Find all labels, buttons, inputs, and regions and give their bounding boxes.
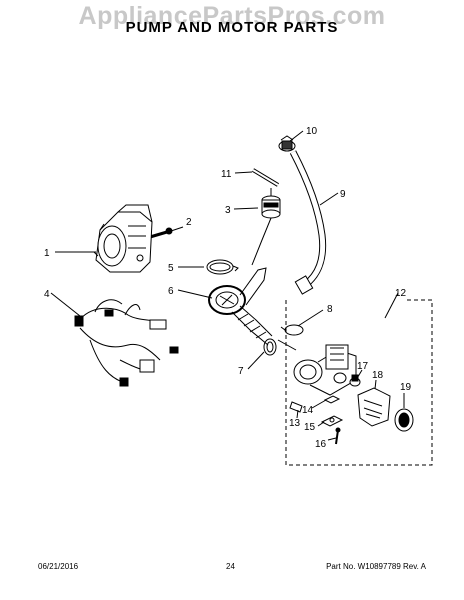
connector-hose <box>277 339 297 351</box>
clamp-ring-part-5 <box>206 259 239 275</box>
drain-hose-part-9 <box>289 150 327 295</box>
air-chamber-part-3 <box>251 188 281 266</box>
callout-18: 18 <box>372 370 384 381</box>
callout-6: 6 <box>168 286 174 297</box>
clamp-part-8 <box>280 324 304 336</box>
drain-knob-part-19 <box>394 408 414 432</box>
callout-12: 12 <box>395 288 407 299</box>
callout-5: 5 <box>168 263 174 274</box>
clamp-part-10 <box>278 135 296 152</box>
footer-page-number: 24 <box>226 562 235 571</box>
callout-19: 19 <box>400 382 412 393</box>
drain-pump-housing <box>293 344 357 396</box>
callout-10: 10 <box>306 126 318 137</box>
callout-3: 3 <box>225 205 231 216</box>
leader-lines <box>50 130 405 441</box>
footer-date: 06/21/2016 <box>38 562 79 571</box>
clamp-part-7 <box>263 338 277 356</box>
callout-13: 13 <box>289 418 301 429</box>
pump-cover-part-18 <box>357 387 391 427</box>
callout-4: 4 <box>44 289 50 300</box>
callout-2: 2 <box>186 217 192 228</box>
callout-9: 9 <box>340 189 346 200</box>
clip-part-13 <box>289 401 303 413</box>
callout-8: 8 <box>327 304 333 315</box>
footer-part-number: Part No. W10897789 Rev. A <box>326 562 426 571</box>
callout-14: 14 <box>302 405 314 416</box>
screw-part-16 <box>335 427 341 445</box>
page-title: PUMP AND MOTOR PARTS <box>125 19 339 36</box>
callout-1: 1 <box>44 248 50 259</box>
callout-labels: 1 2 3 4 5 6 7 8 9 10 11 12 13 14 15 16 1… <box>44 126 412 450</box>
wire-harness-part-4 <box>74 299 179 387</box>
screw-part-11 <box>251 168 280 187</box>
callout-16: 16 <box>315 439 327 450</box>
callout-17: 17 <box>357 361 369 372</box>
callout-15: 15 <box>304 422 316 433</box>
filter-part-17 <box>349 374 361 387</box>
bracket-part-14 <box>323 395 341 404</box>
callout-7: 7 <box>238 366 244 377</box>
callout-11: 11 <box>221 169 232 180</box>
watermark-logo: AppliancePartsPros.com <box>78 2 386 30</box>
sump-hose-part-6 <box>208 267 273 346</box>
bolt-part-2 <box>149 227 173 239</box>
motor-part-1 <box>93 204 153 273</box>
pump-assembly-bracket-part-12 <box>285 292 433 466</box>
washer-part-15 <box>320 415 344 427</box>
